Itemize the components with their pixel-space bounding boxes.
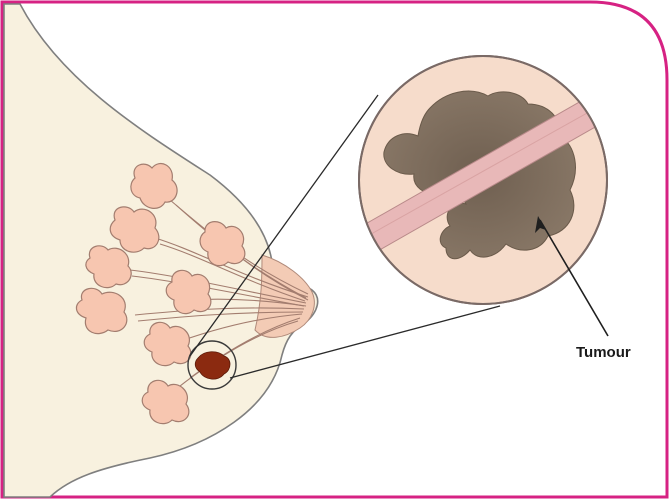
tumour-label: Tumour — [576, 344, 631, 361]
magnified-view-circle — [359, 56, 607, 304]
